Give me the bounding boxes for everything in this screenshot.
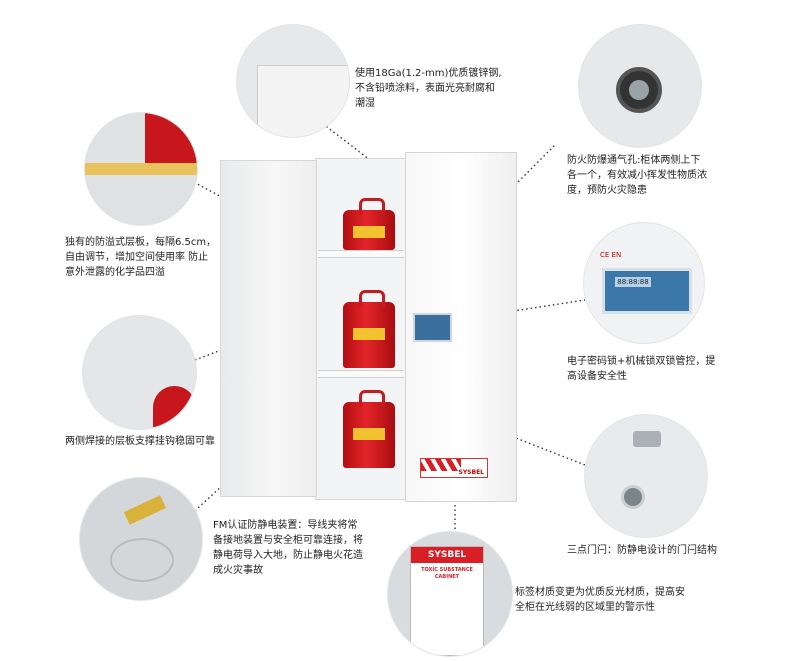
leader-latch <box>507 434 586 466</box>
leader-welded <box>194 319 301 361</box>
feature-shelf-text: 独有的防溢式层板，每隔6.5cm， 自由调节，增加空间使用率 防止 意外泄露的化… <box>65 237 217 278</box>
feature-vent-text: 防火防爆通气孔:柜体两侧上下 各一个，有效减小挥发性物质浓 度，预防火灾隐患 <box>567 155 707 196</box>
feature-latch-text: 三点门闩：防静电设计的门闩结构 <box>567 545 717 556</box>
keypad-closeup: 88:88:88 <box>602 268 692 314</box>
ce-badge: CE EN <box>600 251 622 259</box>
cabinet-warning-strip: SYSBEL <box>420 458 488 478</box>
safety-can-bottom <box>343 390 395 468</box>
toxic-label: SYSBEL TOXIC SUBSTANCE CABINET <box>410 546 484 656</box>
feature-lock-text: 电子密码锁+机械锁双锁管控，提 高设备安全性 <box>567 356 716 382</box>
safety-can-middle <box>343 290 395 368</box>
circle-steel <box>237 25 349 137</box>
feature-grounding-text: FM认证防静电装置：导线夹将常 备接地装置与安全柜可靠连接，将 静电荷导入大地，… <box>213 520 363 576</box>
vent-icon <box>616 67 662 113</box>
circle-lock: CE EN 88:88:88 <box>584 223 704 343</box>
cabinet-right-door <box>405 152 517 502</box>
leader-grounding <box>184 459 251 521</box>
strip-brand-text: SYSBEL <box>458 469 484 476</box>
keypad-lock <box>413 313 452 342</box>
label-title: TOXIC SUBSTANCE <box>421 567 473 573</box>
feature-welded-text: 两侧焊接的层板支撑挂钩稳固可靠 <box>65 436 215 447</box>
cabinet-shelf-lower <box>318 370 404 378</box>
feature-steel-text: 使用18Ga(1.2-mm)优质镀锌钢, 不含铅喷涂料，表面光亮耐腐和 潮湿 <box>355 68 502 109</box>
circle-welded <box>83 316 196 429</box>
feature-label-text: 标签材质变更为优质反光材质，提高安 全柜在光线弱的区域里的警示性 <box>515 587 685 613</box>
label-brand: SYSBEL <box>411 547 483 563</box>
circle-grounding <box>80 478 202 600</box>
cabinet-left-door <box>220 160 317 497</box>
circle-label: SYSBEL TOXIC SUBSTANCE CABINET <box>388 532 512 656</box>
safety-can-top <box>343 198 395 250</box>
label-subtitle: CABINET <box>434 574 460 580</box>
circle-vent <box>579 25 701 147</box>
leader-vent <box>514 144 556 186</box>
circle-shelf <box>85 113 197 225</box>
circle-latch <box>585 415 707 537</box>
cabinet-shelf-upper <box>318 250 404 258</box>
keypad-display: 88:88:88 <box>615 277 651 287</box>
